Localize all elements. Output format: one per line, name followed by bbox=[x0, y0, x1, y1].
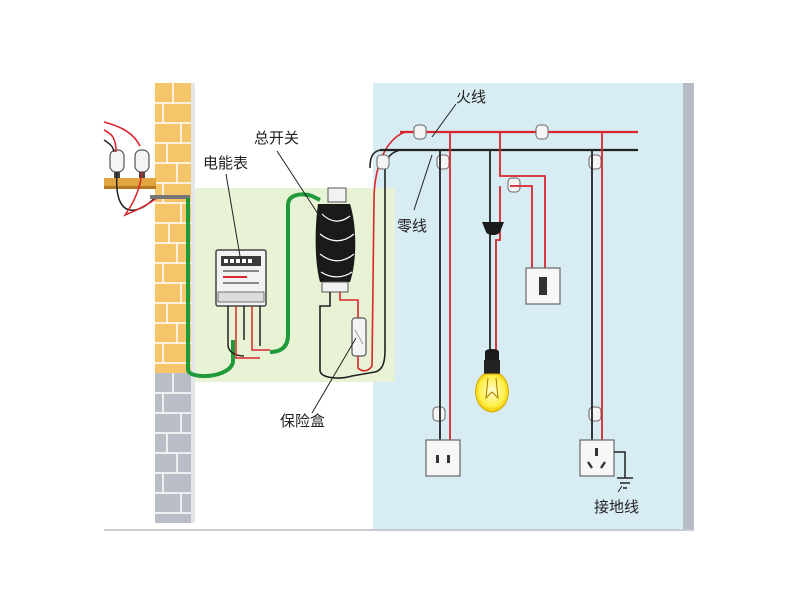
brick-joints bbox=[155, 83, 191, 514]
ceiling-rose bbox=[482, 222, 504, 235]
neutral-wire-label: 零线 bbox=[397, 217, 428, 235]
right-insulator bbox=[134, 149, 150, 173]
light-switch bbox=[525, 267, 561, 305]
ground-icon bbox=[617, 477, 633, 489]
energy-meter bbox=[215, 249, 267, 307]
lamp-branch bbox=[489, 132, 546, 355]
room-right-wall bbox=[683, 83, 694, 530]
brick-wall-upper bbox=[155, 83, 191, 373]
insulator-bracket bbox=[103, 121, 190, 217]
meter-output-wires bbox=[227, 306, 270, 359]
green-service-wire bbox=[186, 198, 235, 379]
neutral-to-panel-wire bbox=[369, 149, 381, 169]
junction-clips bbox=[376, 124, 602, 422]
ground-wire bbox=[614, 451, 626, 478]
brick-wall-lower bbox=[155, 373, 191, 523]
room-background bbox=[373, 83, 685, 530]
energy-meter-label: 电能表 bbox=[203, 154, 249, 172]
green-meter-to-switch-wire bbox=[269, 192, 321, 354]
main-switch bbox=[315, 187, 356, 293]
live-wire-label: 火线 bbox=[456, 88, 487, 106]
light-bulb bbox=[475, 349, 509, 413]
left-outlet-branch bbox=[439, 132, 451, 440]
label-leader-lines bbox=[225, 103, 623, 493]
right-outlet-branch bbox=[591, 132, 603, 440]
main-switch-label: 总开关 bbox=[254, 129, 300, 147]
ground-wire-label: 接地线 bbox=[594, 498, 640, 516]
fuse-box-label: 保险盒 bbox=[280, 412, 326, 430]
brick-wall bbox=[155, 83, 195, 523]
three-pin-outlet bbox=[579, 439, 615, 477]
left-insulator bbox=[109, 149, 125, 173]
fuse-box bbox=[351, 317, 367, 357]
two-pin-outlet bbox=[425, 439, 461, 477]
